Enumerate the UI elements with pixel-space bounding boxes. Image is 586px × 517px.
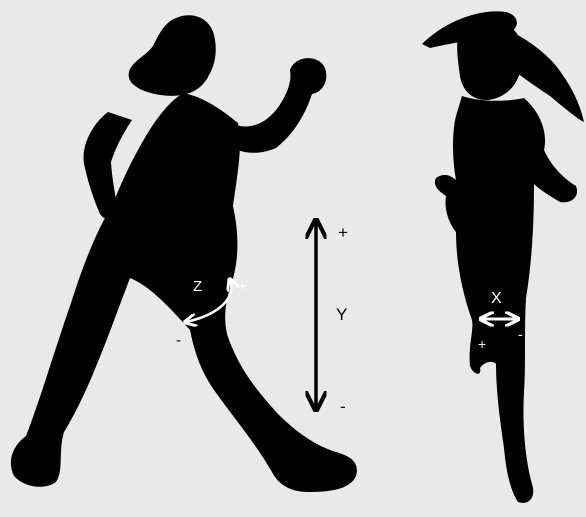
front-arm — [236, 58, 326, 153]
z-axis-label: Z — [193, 278, 202, 295]
torso-and-rear-leg — [11, 93, 357, 492]
walker-front-silhouette — [422, 11, 584, 503]
head-ponytail — [129, 15, 216, 96]
body-and-legs — [435, 96, 577, 503]
x-axis-minus: - — [518, 326, 523, 342]
y-axis-label: Y — [336, 305, 347, 324]
z-axis-plus: + — [238, 278, 247, 295]
x-axis-plus: + — [478, 336, 486, 352]
x-axis-label: X — [491, 290, 502, 307]
y-axis-indicator: + Y - — [316, 220, 348, 416]
walker-side-silhouette — [11, 15, 357, 492]
y-axis-minus: - — [340, 397, 346, 416]
z-axis-minus: - — [176, 332, 181, 349]
y-axis-plus: + — [338, 223, 348, 242]
